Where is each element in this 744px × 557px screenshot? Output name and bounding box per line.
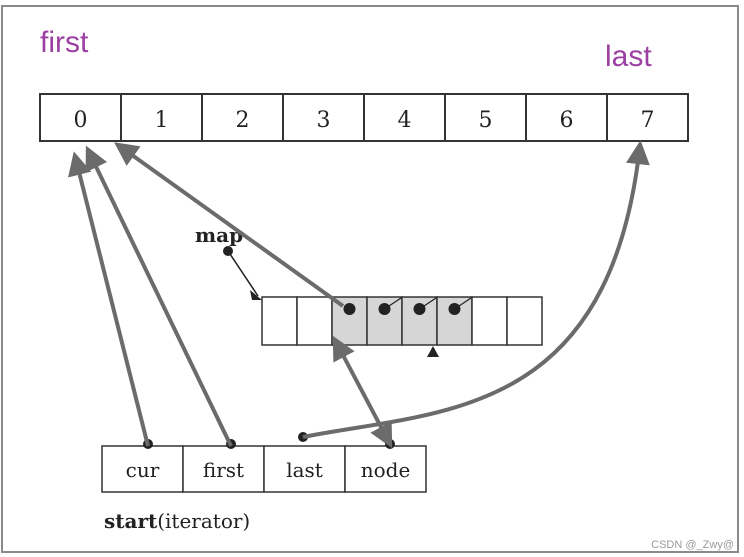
- start-caption: start(iterator): [104, 509, 250, 533]
- last-arrow: [302, 140, 650, 439]
- buffer-cell-1: [120, 93, 203, 142]
- buffer-cell-label-7: 7: [641, 108, 655, 133]
- iterator-field-1: [182, 445, 265, 493]
- map-array: [261, 296, 543, 346]
- node-to-buffer-arrow: [114, 142, 345, 308]
- last-label: last: [605, 40, 652, 73]
- iterator-field-0: [101, 445, 184, 493]
- buffer-cell-label-5: 5: [479, 108, 493, 133]
- buffer-cell-label-2: 2: [236, 108, 250, 133]
- map-cell-4: [401, 296, 438, 346]
- buffer-cell-label-3: 3: [317, 108, 331, 133]
- iterator-field-3: [344, 445, 427, 493]
- buffer-cell-0: [39, 93, 122, 142]
- pointer-arrows: [68, 140, 650, 449]
- map-cell-7: [506, 296, 543, 346]
- iterator-field-2: [263, 445, 346, 493]
- map-cell-6: [471, 296, 508, 346]
- cur-arrow: [68, 151, 150, 447]
- map-cell-dot-2: [343, 303, 356, 315]
- start-caption-rest: (iterator): [157, 509, 250, 533]
- map-cell-1: [296, 296, 333, 346]
- map-cell-0: [261, 296, 298, 346]
- buffer-cell-6: [525, 93, 608, 142]
- map-cell-pointer-5: [454, 296, 473, 310]
- start-iterator: cur first last node: [101, 432, 427, 493]
- outer-frame: [1, 5, 739, 553]
- buffer-cell-label-1: 1: [155, 108, 169, 133]
- iterator-field-label-2: last: [286, 458, 323, 482]
- buffer-array: 0 1 2 3 4 5 6 7: [39, 93, 689, 142]
- map-finish-marker: [427, 346, 439, 357]
- first-label: first: [40, 26, 89, 59]
- buffer-cell-7: [606, 93, 689, 142]
- map-pointer-arrowhead: [250, 290, 262, 300]
- map-pointer-line: [227, 250, 259, 297]
- buffer-cell-label-6: 6: [560, 108, 574, 133]
- node-arrow: [332, 335, 393, 449]
- map-label: map: [195, 223, 243, 247]
- iterator-field-label-1: first: [203, 458, 244, 482]
- watermark: CSDN @_Zwy@: [651, 539, 734, 551]
- buffer-cell-label-4: 4: [398, 108, 412, 133]
- map-cell-pointer-3: [384, 296, 403, 310]
- buffer-cell-label-0: 0: [74, 108, 88, 133]
- map-cell-pointer-4: [419, 296, 438, 310]
- buffer-cell-4: [363, 93, 446, 142]
- first-arrow: [85, 145, 233, 447]
- iterator-field-label-3: node: [361, 458, 411, 482]
- buffer-cell-5: [444, 93, 527, 142]
- iterator-field-label-0: cur: [126, 458, 160, 482]
- start-caption-bold: start: [104, 509, 158, 533]
- buffer-cell-3: [282, 93, 365, 142]
